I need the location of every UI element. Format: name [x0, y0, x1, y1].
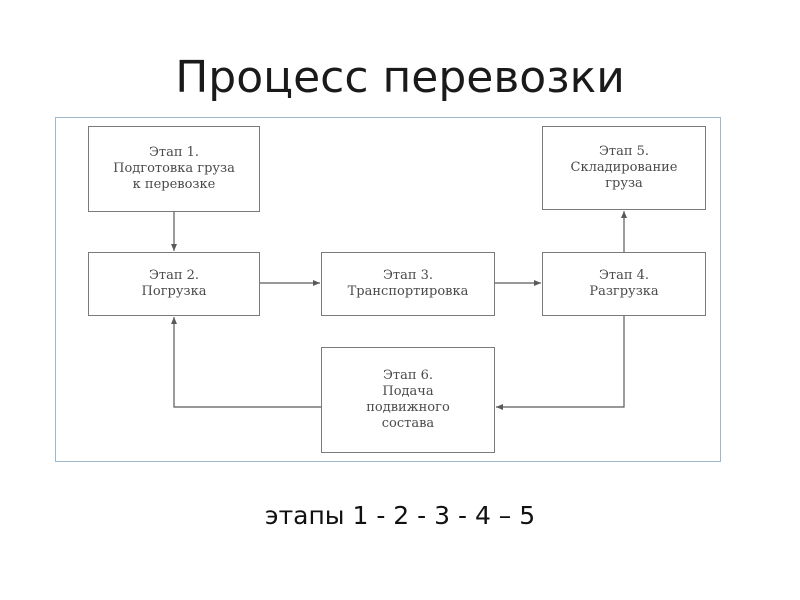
stage-1-box: Этап 1. Подготовка груза к перевозке: [88, 126, 260, 212]
process-diagram: Этап 1. Подготовка груза к перевозке Эта…: [55, 117, 721, 462]
stage-4-box: Этап 4. Разгрузка: [542, 252, 706, 316]
stage-sequence-text: этапы 1 - 2 - 3 - 4 – 5: [264, 501, 536, 530]
arrow-stage6-to-stage2: [171, 317, 321, 408]
stage-6-box: Этап 6. Подача подвижного состава: [321, 347, 495, 453]
stage-5-box: Этап 5. Складирование груза: [542, 126, 706, 210]
stage-2-box: Этап 2. Погрузка: [88, 252, 260, 316]
stage-3-box: Этап 3. Транспортировка: [321, 252, 495, 316]
slide-title: Процесс перевозки: [175, 52, 625, 103]
diagram-connectors: [171, 211, 627, 410]
arrow-stage4-to-stage6: [496, 316, 625, 410]
